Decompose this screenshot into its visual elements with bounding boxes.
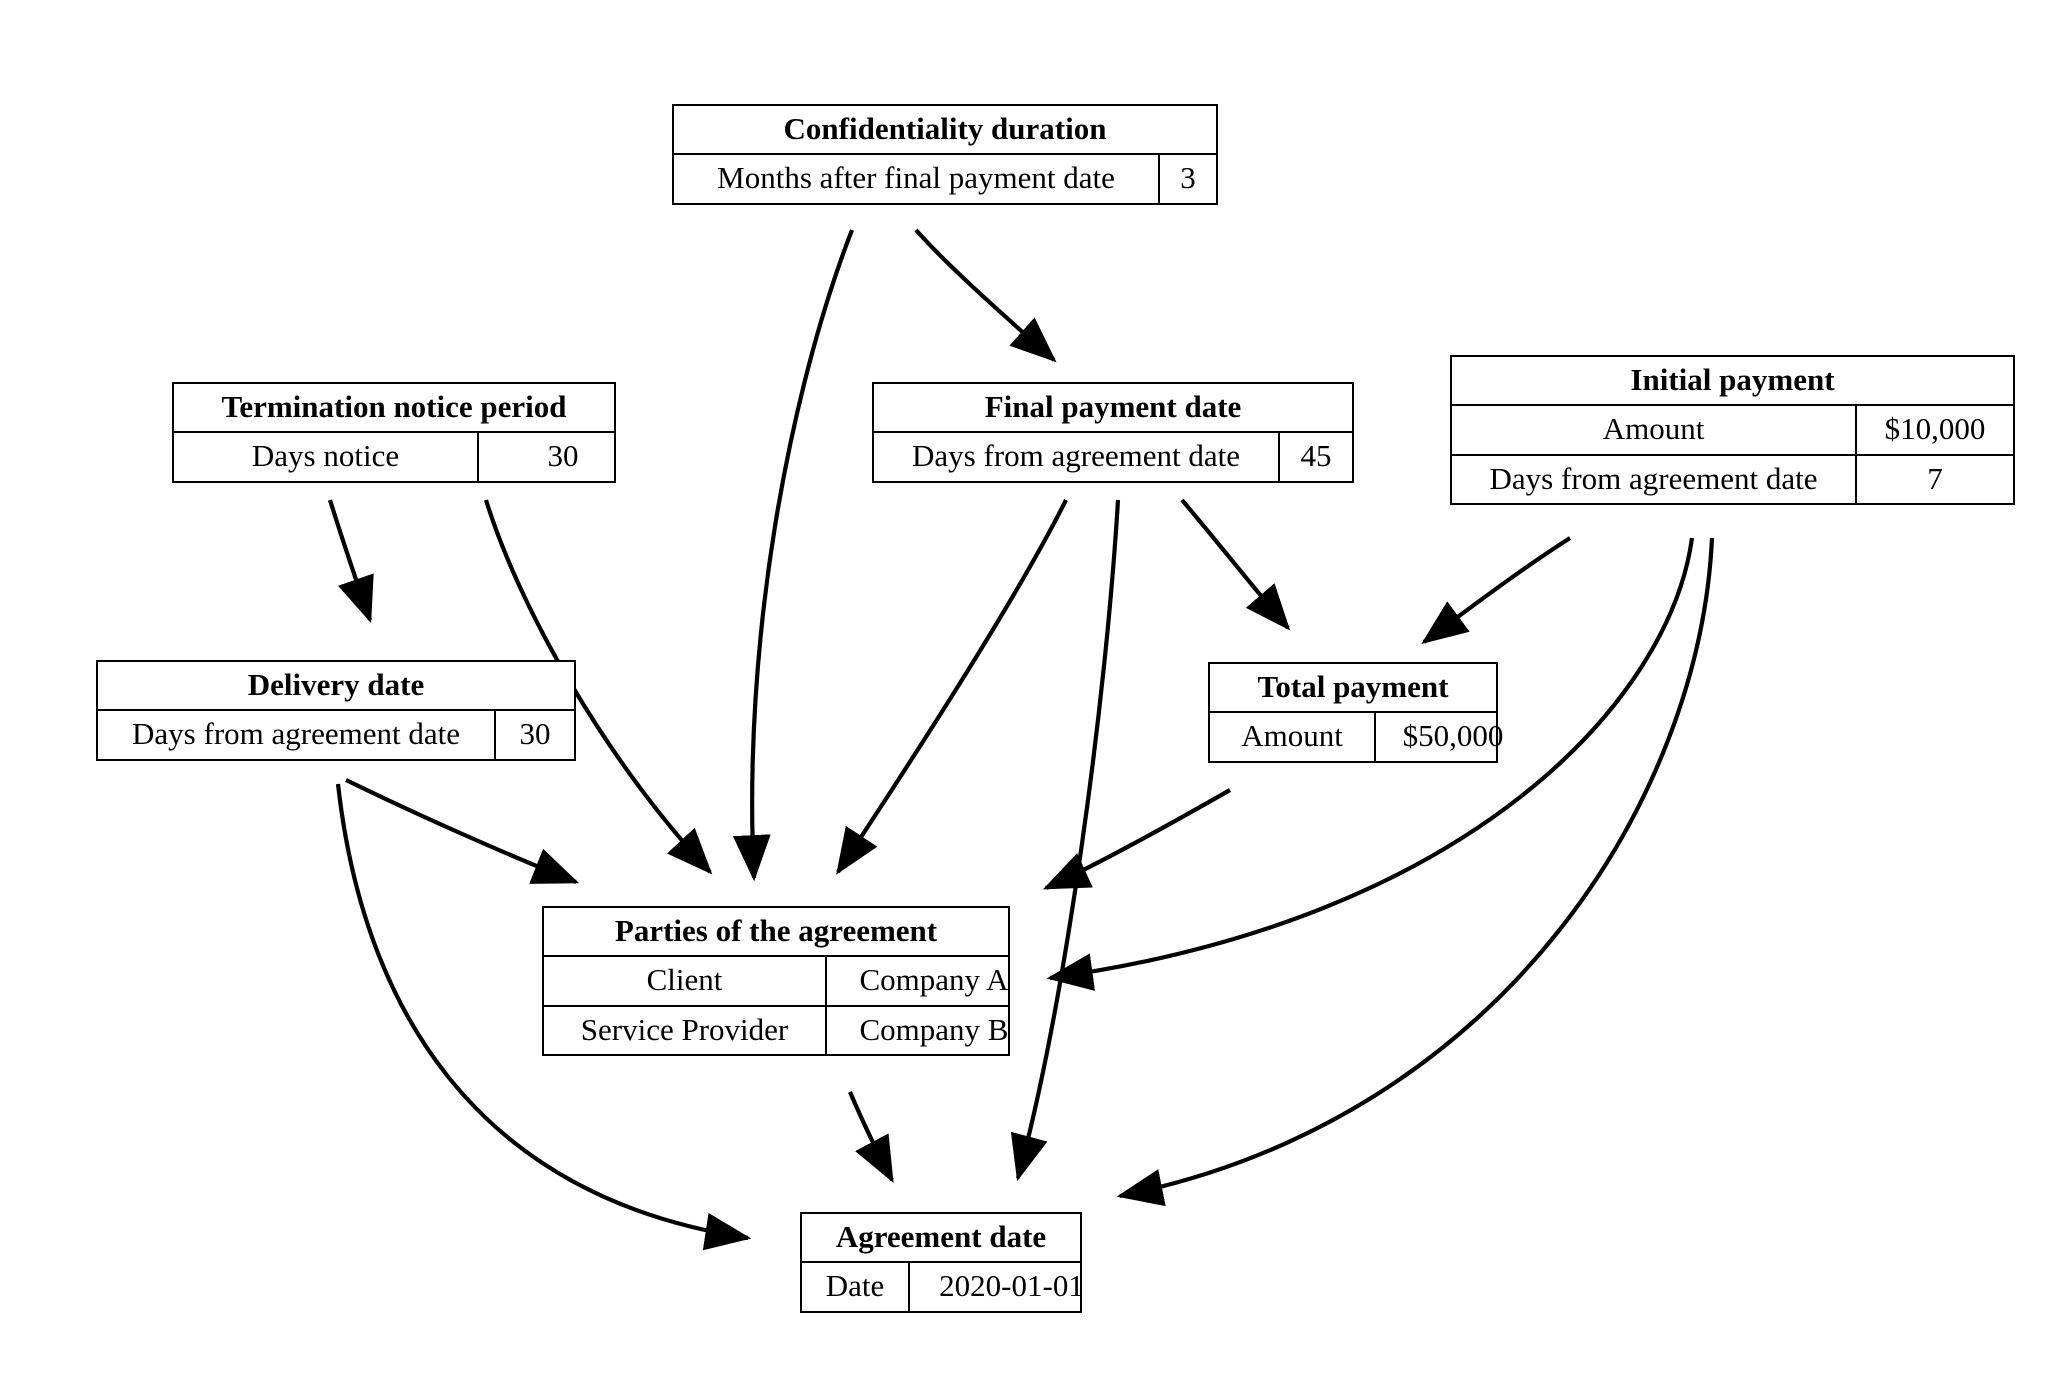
table-row: Days from agreement date 30: [98, 711, 574, 759]
node-title: Initial payment: [1452, 357, 2013, 407]
row-key: Days from agreement date: [1452, 455, 1857, 504]
row-key: Days from agreement date: [98, 711, 496, 759]
row-value: Company B: [859, 1011, 1009, 1047]
row-key: Amount: [1452, 406, 1857, 454]
table-row: Date 2020-01-01: [802, 1263, 1084, 1311]
node-initial-payment[interactable]: Initial payment Amount $10,000 Days from…: [1450, 355, 2015, 506]
node-title: Delivery date: [98, 662, 574, 712]
row-key: Days notice: [174, 433, 479, 481]
edge-termination-notice-period-to-delivery-date: [327, 499, 374, 624]
edge-parties-to-agreement-date: [848, 1091, 894, 1183]
row-value: 30: [519, 716, 551, 752]
row-value: 45: [1300, 438, 1332, 474]
edge-initial-payment-to-total-payment: [1421, 536, 1572, 644]
edge-delivery-date-to-parties: [345, 778, 580, 884]
row-value: Company A: [859, 962, 1009, 998]
row-value: $10,000: [1884, 411, 1986, 447]
row-key: Months after final payment date: [674, 155, 1160, 203]
node-title: Total payment: [1210, 664, 1496, 714]
node-delivery-date[interactable]: Delivery date Days from agreement date 3…: [96, 660, 576, 761]
edge-final-payment-date-to-agreement-date: [1010, 499, 1121, 1182]
row-value: 30: [547, 438, 579, 474]
node-title: Parties of the agreement: [544, 908, 1008, 958]
table-row: Client Company A: [544, 957, 1008, 1007]
edge-confidentiality-duration-to-parties: [732, 229, 854, 882]
edge-initial-payment-to-agreement-date: [1116, 537, 1715, 1207]
table-row: Days notice 30: [174, 433, 614, 481]
row-key: Client: [544, 957, 827, 1005]
row-value: 7: [1927, 460, 1943, 496]
table-row: Service Provider Company B: [544, 1006, 1008, 1055]
table-row: Months after final payment date 3: [674, 155, 1216, 203]
row-value: 3: [1180, 160, 1196, 196]
row-key: Service Provider: [544, 1006, 827, 1055]
row-value: 2020-01-01: [939, 1268, 1084, 1304]
edge-final-payment-date-to-parties: [836, 499, 1068, 875]
node-title: Confidentiality duration: [674, 106, 1216, 156]
table-row: Days from agreement date 45: [874, 433, 1352, 481]
table-row: Amount $10,000: [1452, 406, 2013, 456]
edge-confidentiality-duration-to-final-payment-date: [914, 228, 1057, 363]
node-total-payment[interactable]: Total payment Amount $50,000: [1208, 662, 1503, 763]
edge-total-payment-to-parties: [1042, 788, 1232, 890]
node-title: Termination notice period: [174, 384, 614, 434]
node-termination-notice-period[interactable]: Termination notice period Days notice 30: [172, 382, 616, 483]
node-title: Agreement date: [802, 1214, 1080, 1264]
row-key: Date: [802, 1263, 910, 1311]
node-final-payment-date[interactable]: Final payment date Days from agreement d…: [872, 382, 1354, 483]
edge-final-payment-date-to-total-payment: [1180, 498, 1291, 631]
row-value: $50,000: [1402, 718, 1504, 754]
table-row: Days from agreement date 7: [1452, 455, 2013, 504]
table-row: Amount $50,000: [1210, 713, 1503, 761]
node-confidentiality-duration[interactable]: Confidentiality duration Months after fi…: [672, 104, 1218, 205]
row-key: Days from agreement date: [874, 433, 1280, 481]
node-title: Final payment date: [874, 384, 1352, 434]
row-key: Amount: [1210, 713, 1376, 761]
node-parties-of-the-agreement[interactable]: Parties of the agreement Client Company …: [542, 906, 1010, 1057]
node-agreement-date[interactable]: Agreement date Date 2020-01-01: [800, 1212, 1084, 1313]
